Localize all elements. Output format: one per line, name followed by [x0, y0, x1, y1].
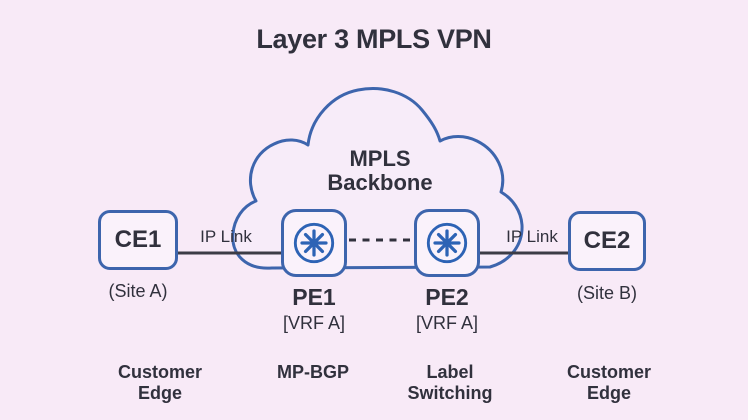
ip-link-label-left: IP Link [200, 227, 252, 246]
node-ce1-label: CE1 [114, 226, 162, 253]
role-label-customer-edge-right: Customer Edge [566, 362, 652, 403]
ip-link-label-right: IP Link [506, 227, 558, 246]
site-b-label: (Site B) [576, 283, 637, 303]
node-pe1-label: PE1 [292, 284, 336, 310]
node-ce1-box: CE1 [98, 210, 178, 270]
role-label-customer-edge-left: Customer Edge [117, 362, 203, 403]
node-ce2-label: CE2 [583, 227, 631, 254]
role-label-label-switching: Label Switching [407, 362, 493, 403]
site-a-label: (Site A) [108, 281, 168, 301]
pe2-vrf-label: [VRF A] [415, 313, 478, 333]
node-ce2-box: CE2 [568, 211, 646, 271]
node-pe1-box [281, 209, 347, 277]
router-icon [426, 222, 468, 264]
cloud-label: MPLS Backbone [327, 146, 433, 195]
node-pe2-label: PE2 [425, 284, 469, 310]
diagram-title: Layer 3 MPLS VPN [256, 24, 492, 54]
role-label-mp-bgp: MP-BGP [277, 362, 349, 382]
node-pe2-box [414, 209, 480, 277]
router-icon [293, 222, 335, 264]
pe1-vrf-label: [VRF A] [282, 313, 345, 333]
